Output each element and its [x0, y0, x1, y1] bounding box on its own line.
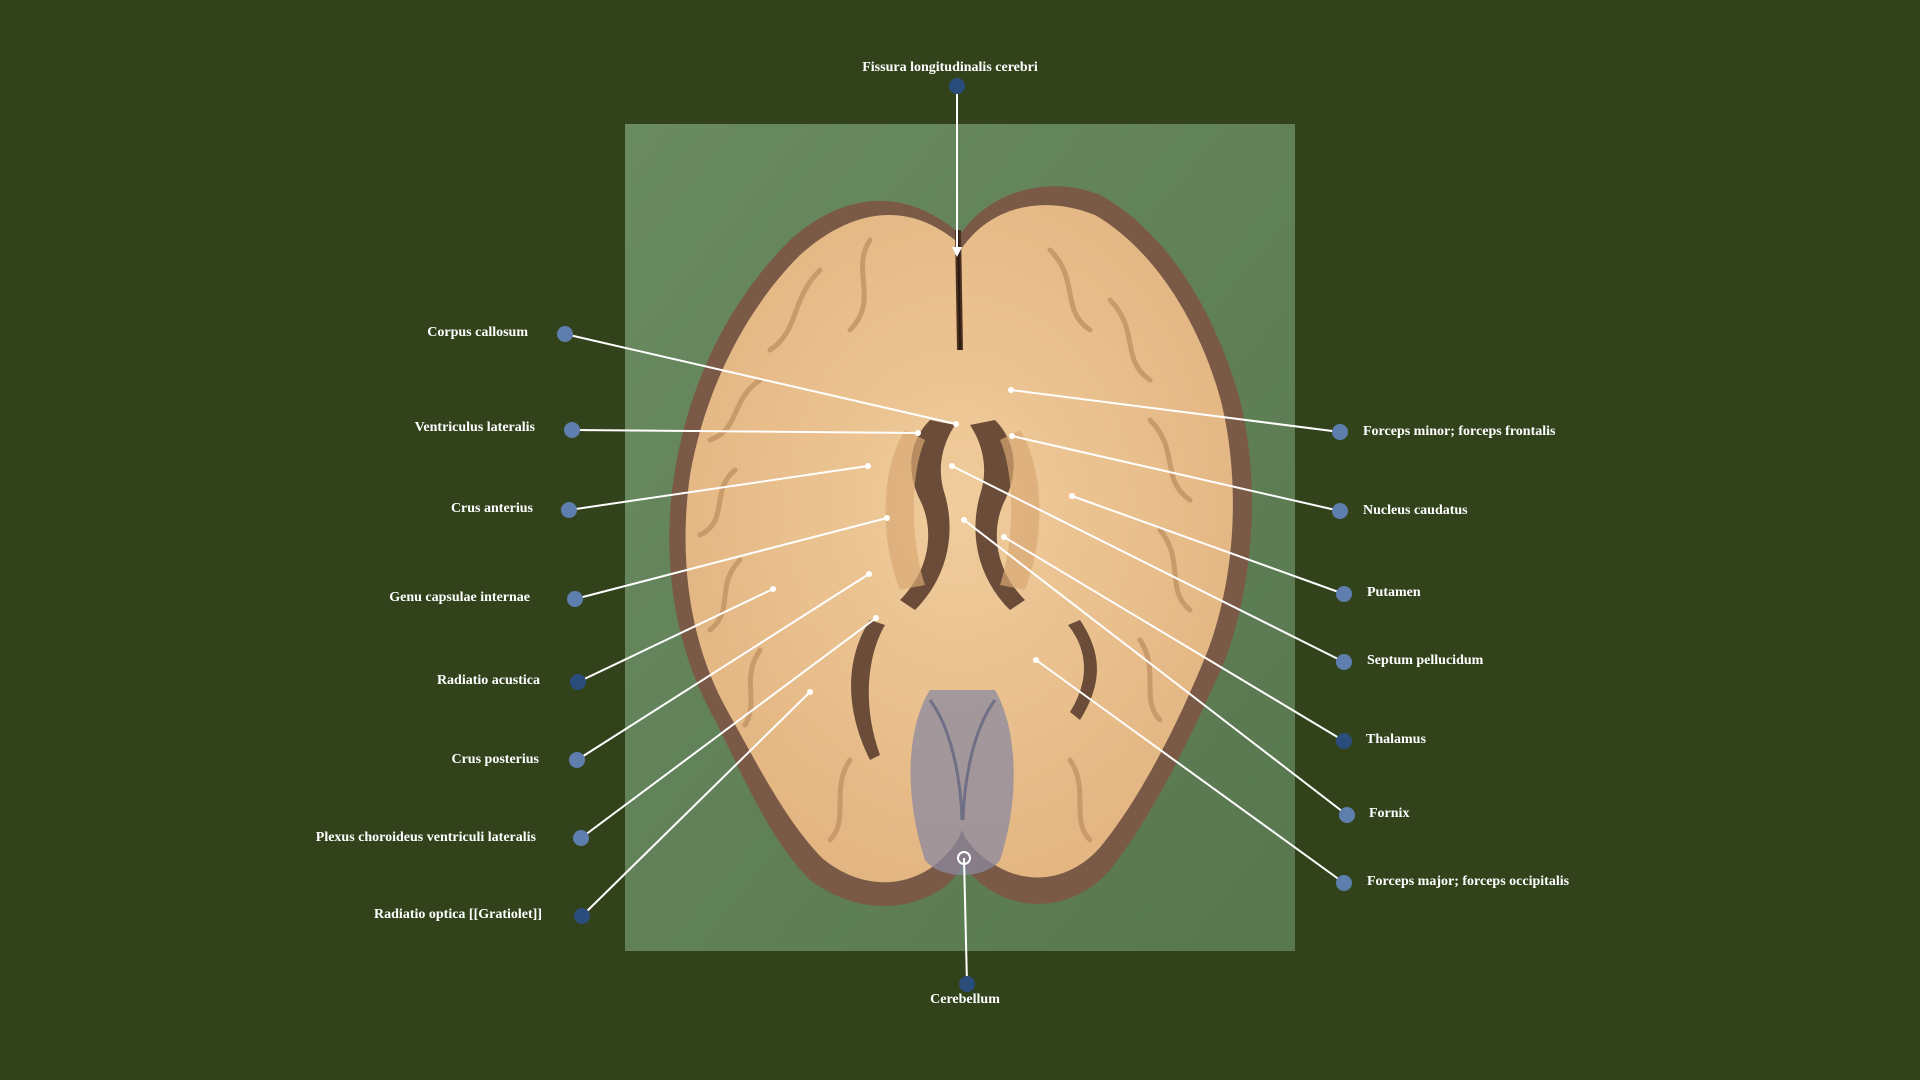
target-point: [1009, 433, 1015, 439]
label-septum-pellucidum[interactable]: Septum pellucidum: [1367, 653, 1484, 668]
target-point: [807, 689, 813, 695]
label-nucleus-caudatus[interactable]: Nucleus caudatus: [1363, 503, 1468, 518]
label-putamen[interactable]: Putamen: [1367, 585, 1421, 600]
dot-radiatio-acustica[interactable]: [570, 674, 586, 690]
target-point: [961, 517, 967, 523]
dot-genu-capsulae[interactable]: [567, 591, 583, 607]
dot-forceps-major[interactable]: [1336, 875, 1352, 891]
target-point: [953, 421, 959, 427]
label-forceps-major[interactable]: Forceps major; forceps occipitalis: [1367, 874, 1570, 889]
label-dots: [557, 78, 1355, 992]
label-cerebellum[interactable]: Cerebellum: [930, 992, 1000, 1007]
target-point: [949, 463, 955, 469]
target-point: [1001, 534, 1007, 540]
leader-forceps-minor: [1010, 389, 1341, 433]
target-points: [770, 387, 1075, 865]
target-point: [1033, 657, 1039, 663]
leader-lines: [564, 86, 1348, 985]
leader-crus-posterius: [576, 573, 870, 761]
dot-crus-anterius[interactable]: [561, 502, 577, 518]
label-thalamus[interactable]: Thalamus: [1366, 732, 1426, 747]
label-ventriculus-lateralis[interactable]: Ventriculus lateralis: [414, 420, 535, 435]
label-forceps-minor[interactable]: Forceps minor; forceps frontalis: [1363, 424, 1556, 439]
dot-fissura[interactable]: [949, 78, 965, 94]
label-fissura[interactable]: Fissura longitudinalis cerebri: [862, 60, 1038, 75]
dot-septum-pellucidum[interactable]: [1336, 654, 1352, 670]
cerebellum-target-ring: [957, 851, 971, 865]
leader-plexus-choroideus: [580, 617, 877, 839]
dot-thalamus[interactable]: [1336, 733, 1352, 749]
leader-nucleus-caudatus: [1011, 435, 1341, 512]
target-point: [873, 615, 879, 621]
dot-radiatio-optica[interactable]: [574, 908, 590, 924]
leader-crus-anterius: [568, 465, 869, 511]
dot-crus-posterius[interactable]: [569, 752, 585, 768]
leader-septum-pellucidum: [951, 465, 1345, 663]
target-point: [866, 571, 872, 577]
leader-ventriculus-lateralis: [571, 429, 919, 434]
dot-putamen[interactable]: [1336, 586, 1352, 602]
leader-thalamus: [1003, 536, 1345, 742]
label-plexus-choroideus[interactable]: Plexus choroideus ventriculi lateralis: [315, 830, 536, 845]
brain-specimen: [669, 186, 1252, 907]
label-radiatio-acustica[interactable]: Radiatio acustica: [436, 673, 540, 688]
target-point: [865, 463, 871, 469]
leader-corpus-callosum: [564, 333, 957, 425]
leader-fornix: [963, 519, 1348, 816]
dot-forceps-minor[interactable]: [1332, 424, 1348, 440]
label-crus-anterius[interactable]: Crus anterius: [450, 501, 533, 516]
target-point: [884, 515, 890, 521]
leader-radiatio-acustica: [577, 588, 774, 683]
label-crus-posterius[interactable]: Crus posterius: [451, 752, 539, 767]
dot-plexus-choroideus[interactable]: [573, 830, 589, 846]
dot-ventriculus-lateralis[interactable]: [564, 422, 580, 438]
label-genu-capsulae[interactable]: Genu capsulae internae: [389, 590, 530, 605]
target-point: [770, 586, 776, 592]
leader-cerebellum: [963, 857, 968, 985]
dot-corpus-callosum[interactable]: [557, 326, 573, 342]
dot-cerebellum[interactable]: [959, 976, 975, 992]
dot-nucleus-caudatus[interactable]: [1332, 503, 1348, 519]
target-point: [915, 430, 921, 436]
target-point: [1008, 387, 1014, 393]
target-point: [1069, 493, 1075, 499]
label-radiatio-optica[interactable]: Radiatio optica [[Gratiolet]]: [374, 907, 542, 922]
label-fornix[interactable]: Fornix: [1369, 806, 1410, 821]
label-corpus-callosum[interactable]: Corpus callosum: [427, 325, 528, 340]
dot-fornix[interactable]: [1339, 807, 1355, 823]
leader-radiatio-optica: [581, 691, 811, 917]
leader-forceps-major: [1035, 659, 1345, 884]
leader-putamen: [1071, 495, 1345, 595]
leader-genu-capsulae: [574, 517, 888, 600]
